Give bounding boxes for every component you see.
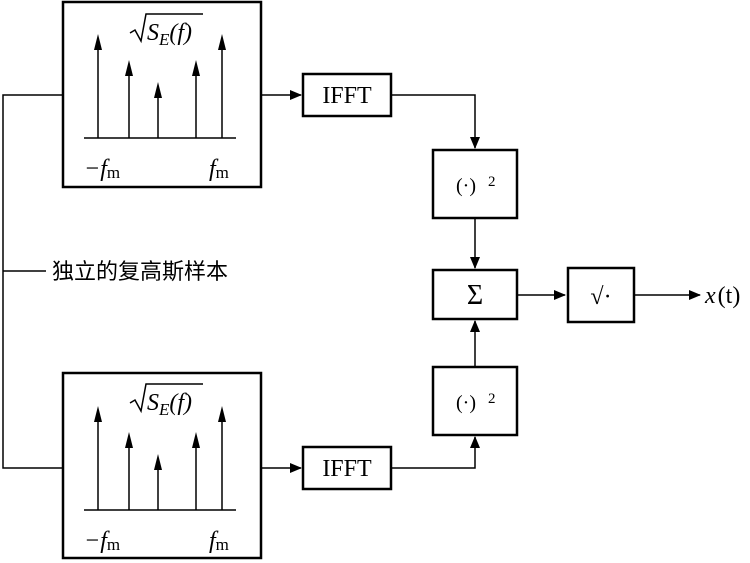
spectrum-spikes-top	[94, 34, 226, 138]
spectral-line-arrowhead	[154, 454, 162, 470]
spectrum-label-f: (f)	[169, 390, 192, 416]
arrow-ifft-to-square-bottom	[391, 436, 480, 469]
output-label-t: (t)	[718, 283, 741, 309]
svg-text:SE(f): SE(f)	[147, 390, 192, 419]
svg-text:fm: fm	[209, 156, 229, 182]
spectrum-label-s: S	[147, 390, 159, 416]
square-block-bottom: (·) 2	[431, 365, 519, 437]
ifft-label-top: IFFT	[322, 83, 372, 109]
arrow-ifft-to-square-top	[391, 94, 480, 149]
spectral-line-arrowhead	[154, 82, 162, 98]
axis-label-sub-m: m	[216, 535, 229, 554]
spectral-line-arrowhead	[125, 60, 133, 76]
ifft-box-top	[301, 72, 393, 118]
axis-label-fm: f	[209, 528, 219, 554]
svg-text:x(t): x(t)	[704, 283, 740, 309]
ifft-block-top: IFFT	[261, 72, 393, 118]
axis-label-sub-m: m	[107, 163, 120, 182]
spectrum-label-sub-e: E	[158, 30, 170, 49]
spectral-line-arrowhead	[192, 60, 200, 76]
sqrt-sign-bottom	[129, 383, 203, 414]
spectrum-label-sub-e: E	[158, 400, 170, 419]
ifft-box-bottom	[301, 445, 393, 491]
spectral-line-arrowhead	[218, 406, 226, 422]
sqrt-block: √·	[566, 266, 636, 324]
input-bracket-line	[2, 94, 63, 469]
square-label-top: (·)	[456, 175, 476, 197]
sqrt-sign-top	[129, 13, 203, 44]
axis-label-sub-m: m	[216, 163, 229, 182]
svg-text:SE(f): SE(f)	[147, 20, 192, 49]
spectral-line-arrowhead	[218, 34, 226, 50]
axis-label-sub-m: m	[107, 535, 120, 554]
sum-label: Σ	[467, 280, 483, 311]
spectrum-block-top: SE(f) −fm fm	[61, 0, 263, 189]
axis-label-minus-fm: −f	[84, 156, 110, 182]
spectral-line-arrowhead	[94, 34, 102, 50]
output-label-x: x	[704, 283, 716, 309]
svg-text:fm: fm	[209, 528, 229, 554]
svg-text:−fm: −fm	[84, 156, 120, 182]
sum-block: Σ	[431, 268, 519, 321]
square-exponent-bottom: 2	[488, 391, 496, 407]
square-label-bottom: (·)	[456, 392, 476, 414]
square-box-bottom	[431, 365, 519, 437]
spectrum-label-f: (f)	[169, 20, 192, 46]
sqrt-label: √·	[590, 284, 611, 310]
square-block-top: (·) 2	[431, 148, 519, 220]
square-exponent-top: 2	[488, 174, 496, 190]
spectrum-label-s: S	[147, 20, 159, 46]
ifft-block-bottom: IFFT	[261, 445, 393, 491]
spectrum-spikes-bottom	[94, 406, 226, 510]
spectral-line-arrowhead	[192, 432, 200, 448]
axis-label-minus-fm: −f	[84, 528, 110, 554]
ifft-label-bottom: IFFT	[322, 456, 372, 482]
spectrum-box-bottom	[61, 371, 263, 560]
square-box-top	[431, 148, 519, 220]
spectral-line-arrowhead	[125, 432, 133, 448]
axis-label-fm: f	[209, 156, 219, 182]
spectrum-block-bottom: SE(f) −fm fm	[61, 371, 263, 560]
spectrum-box-top	[61, 0, 263, 189]
sum-box	[431, 268, 519, 321]
spectral-line-arrowhead	[94, 406, 102, 422]
input-label: 独立的复高斯样本	[52, 260, 228, 285]
sqrt-box	[566, 266, 636, 324]
svg-text:−fm: −fm	[84, 528, 120, 554]
